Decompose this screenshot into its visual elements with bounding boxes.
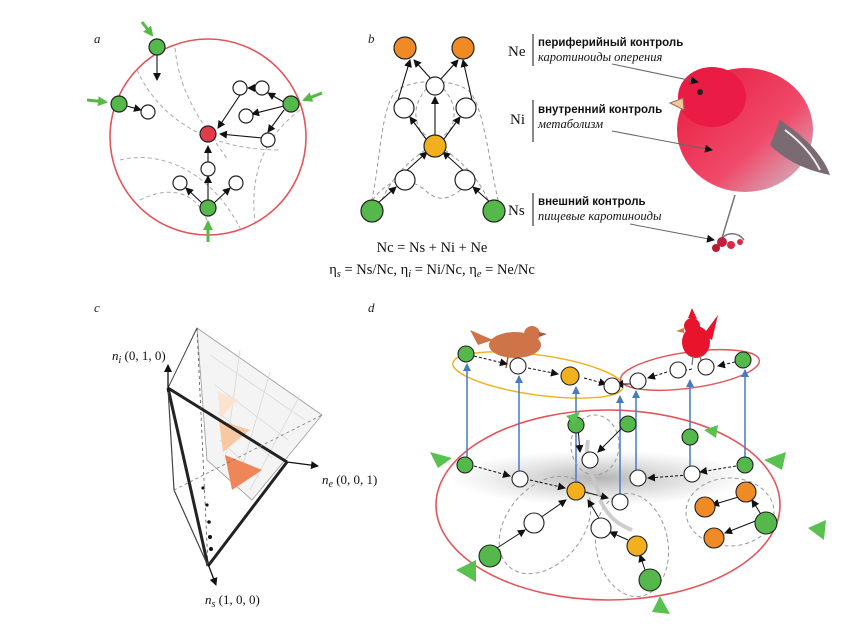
control-title-ni: внутренний контроль [538, 104, 662, 116]
panel-label-b: b [368, 31, 375, 46]
panel-b-edges [377, 59, 492, 204]
panel-label-a: a [94, 31, 101, 46]
node-green [482, 199, 506, 223]
bird-brown-icon [470, 326, 547, 369]
panel-a-edges [126, 55, 290, 204]
node-green [110, 95, 128, 113]
node-white [425, 76, 445, 96]
projection-arrows [463, 363, 749, 500]
base-clusters [498, 414, 775, 598]
panel-a-nodes [110, 38, 300, 217]
node-green [148, 38, 166, 56]
axis-label-ni: ni (0, 1, 0) [112, 348, 166, 366]
node-green [282, 95, 300, 113]
axis-label-ne: ne (0, 0, 1) [322, 472, 377, 490]
panel-label-d: d [368, 300, 375, 315]
node-yellow [423, 134, 447, 158]
node-white [238, 108, 254, 124]
node-white [140, 104, 156, 120]
node-white [454, 169, 476, 191]
control-subtitle-ne: каротиноиды оперения [538, 50, 662, 64]
control-key-ns: Ns [508, 203, 525, 219]
node-white [260, 132, 276, 148]
control-pointers [611, 63, 715, 243]
control-title-ns: внешний контроль [538, 196, 646, 208]
input-markers [430, 412, 826, 614]
top-network-nodes [457, 345, 752, 395]
panel-label-c: c [94, 300, 100, 315]
node-orange [393, 36, 417, 60]
control-ne: Ne периферийный контроль каротиноиды опе… [508, 34, 683, 66]
equation-fractions: ηs = Ns/Nc, ηi = Ni/Nc, ηe = Ne/Nc [329, 262, 535, 280]
equation-total: Nc = Ns + Ni + Ne [377, 240, 488, 256]
node-white [200, 161, 216, 177]
panel-a: a [86, 21, 323, 242]
control-ns: Ns внешний контроль пищевые каротиноиды [508, 193, 662, 226]
node-white [254, 80, 270, 96]
node-white [228, 175, 244, 191]
node-white [393, 97, 415, 119]
panel-a-input-arrows [86, 21, 323, 242]
node-white [455, 97, 477, 119]
panel-b: b [329, 31, 830, 280]
simplex-axes [164, 364, 319, 586]
control-subtitle-ns: пищевые каротиноиды [538, 209, 662, 223]
bird-illustration [668, 67, 830, 252]
control-ni: Ni внутренний контроль метаболизм [510, 100, 662, 142]
simplex-face [196, 327, 323, 501]
node-green [199, 199, 217, 217]
control-subtitle-ni: метаболизм [537, 117, 603, 131]
control-key-ni: Ni [510, 112, 525, 128]
node-white [394, 169, 416, 191]
control-title-ne: периферийный контроль [538, 37, 683, 49]
simplex-edges [166, 327, 323, 567]
node-white [172, 175, 188, 191]
panel-d-shadow [450, 450, 750, 506]
node-red [199, 125, 217, 143]
node-white [232, 80, 248, 96]
axis-label-ns: ns (1, 0, 0) [205, 592, 260, 610]
simplex-dots [201, 486, 213, 551]
panel-d: d [368, 300, 826, 614]
node-orange [451, 36, 475, 60]
bird-red-icon [676, 308, 718, 366]
node-green [360, 199, 384, 223]
panel-d-base-ellipse [435, 409, 781, 601]
base-network-nodes [456, 415, 778, 592]
panel-c: c [94, 300, 377, 610]
top-ellipse-yellow [452, 351, 624, 399]
panel-a-partitions [119, 47, 301, 231]
panel-b-nodes [360, 36, 506, 223]
control-key-ne: Ne [508, 44, 526, 60]
